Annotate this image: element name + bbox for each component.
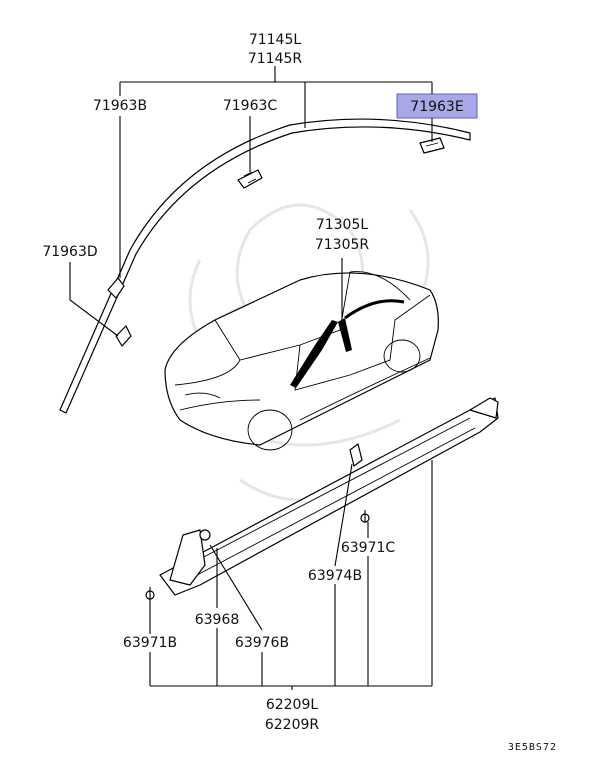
clip-71963e — [419, 137, 445, 154]
label-63971c: 63971C — [341, 540, 396, 556]
label-62209l: 62209L — [266, 697, 319, 713]
leader-lines-bottom — [149, 460, 433, 690]
diagram-code: 3E5BS72 — [508, 742, 557, 753]
label-71963d: 71963D — [42, 244, 97, 260]
highlight-box — [396, 93, 478, 119]
clip-71963d — [115, 325, 132, 347]
label-71305l: 71305L — [316, 217, 369, 233]
screw-63971c — [360, 510, 370, 523]
clip-63974b — [349, 443, 363, 467]
label-71963c: 71963C — [223, 98, 278, 114]
label-62209r: 62209R — [265, 717, 320, 733]
clip-63976b — [199, 529, 211, 541]
label-63968: 63968 — [195, 612, 240, 628]
label-63971b: 63971B — [123, 635, 177, 651]
clip-71963c — [237, 169, 263, 189]
label-63974b: 63974B — [308, 568, 362, 584]
side-sill-garnish — [159, 397, 499, 596]
label-63976b: 63976B — [235, 635, 289, 651]
label-71145r: 71145R — [248, 51, 303, 67]
car-body — [164, 271, 439, 451]
label-71963e: 71963E — [410, 99, 463, 115]
label-71963b: 71963B — [93, 98, 147, 114]
label-71145l: 71145L — [249, 32, 302, 48]
door-weatherstrip — [290, 258, 405, 388]
label-71305r: 71305R — [315, 237, 370, 253]
leader-lines-top — [69, 66, 433, 337]
roof-moulding — [59, 118, 471, 414]
clip-71963b — [107, 277, 125, 299]
screw-63971b — [145, 587, 155, 601]
